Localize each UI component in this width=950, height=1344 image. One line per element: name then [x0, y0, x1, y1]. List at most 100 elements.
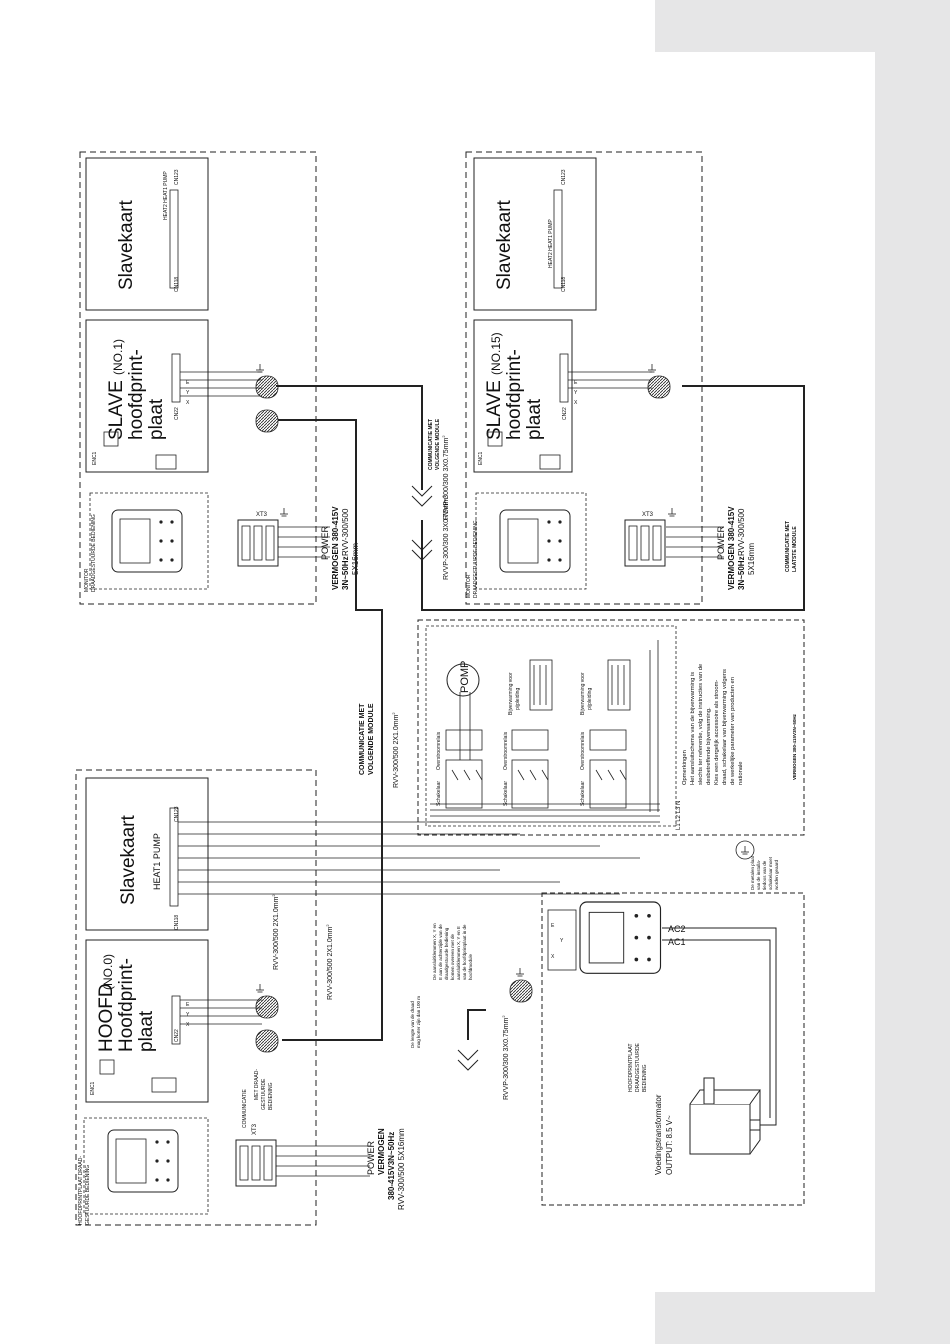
slave1-power-terminal — [155, 454, 177, 470]
hoofd-comm-1: COMMUNICATIE — [242, 1089, 248, 1128]
hoofd-term-e: E — [186, 1002, 190, 1008]
slave1-slave-title: SLAVE — [106, 380, 127, 440]
metal-note-3: schakelaar moet — [768, 856, 773, 890]
hoofd-slavekaart-board — [85, 777, 209, 931]
remarks-block: Opmerkingen Het aansluitschema van de bi… — [682, 664, 744, 785]
slave15-monitor-label: MONITOR — [466, 574, 472, 598]
hoofd-comm-4: BEDIENING — [268, 1082, 274, 1110]
hoofd-hoofdprint: Hoofdprint- — [116, 958, 137, 1052]
slave15-vermogen-1: VERMOGEN 380-415V — [727, 506, 736, 590]
slave15-cn123: CN123 — [561, 169, 567, 185]
heater2-label-1: Bijverwarming voor — [580, 672, 586, 715]
hoofd-cn118: CN118 — [174, 915, 180, 930]
comm-next-label-1: COMMUNICATIE MET — [428, 419, 434, 470]
page-tab-top — [655, 0, 950, 52]
slave15-vermogen-3: 5X16mm — [747, 543, 756, 575]
hoofd-ground-icon — [255, 983, 265, 993]
metal-note-2: tiedoos van de — [762, 860, 767, 890]
slave1-term-y: Y — [186, 390, 190, 396]
heater-line-labels: L1 L2 L3 N — [676, 801, 682, 830]
hoofd-heat1-pump: HEAT1 PUMP — [152, 833, 162, 890]
slave15-cn22: CN22 — [562, 407, 568, 420]
heater-vermogen: VERMOGEN 380-415V3N~50Hz — [792, 713, 797, 780]
heater-pump-inner-frame — [425, 625, 677, 827]
slave1-hoofdprint: hoofdprint- — [126, 349, 147, 440]
slave15-cn22-terminal — [559, 353, 569, 403]
hoofd-term-y: Y — [186, 1012, 190, 1018]
hoofd-power-terminal — [151, 1077, 177, 1093]
hoofd-vermogen-1: VERMOGEN — [377, 1128, 386, 1175]
length-note-2: mag korter zijn dan 100 m — [416, 996, 421, 1048]
slave15-monitor-label-2: DRAADGESTUURDE BEDIENING — [473, 520, 479, 598]
xye-note-4: aansluitklemmen X, Y en E — [456, 926, 461, 980]
hoofd-enc1: ENC1 — [90, 1081, 96, 1095]
heater-pump-frame — [417, 619, 805, 836]
cable-spec-6: RVV-300/500 2X1.0mm2 — [325, 924, 334, 1000]
ctrl-term-y: Y — [560, 938, 564, 944]
hoofd-cn123: CN123 — [174, 806, 180, 822]
remark-3: desbetreffende bijverwarming. — [706, 707, 712, 785]
hoofd-monitor-frame — [83, 1117, 209, 1215]
slave1-monitor-label: MONITOR — [84, 568, 90, 592]
hoofd-xt3-label: XT3 — [252, 1123, 258, 1135]
slave1-vermogen-1: VERMOGEN 380-415V — [331, 506, 340, 590]
xye-note-2: draadgestuurde bediening — [444, 927, 449, 980]
cable-spec-3: RVVP-300/300 3X0.75mm2 — [501, 1015, 510, 1100]
slave15-term-x: X — [574, 400, 578, 406]
slave15-slavekaart-title: Slavekaart — [494, 200, 515, 290]
slave1-number: (NO.1) — [111, 339, 125, 375]
cable-spec-1: RVVP-300/300 3X0.75mm2 — [441, 435, 450, 520]
slave1-monitor-label-2: DRAADGESTUURDE BEDIENING — [91, 514, 97, 592]
remark-1: Het aansluitschema van de bijverwarming … — [690, 672, 696, 785]
remark-4: Kies een dergelijk accessoire als stroom… — [714, 680, 720, 785]
xye-note-1: E aan de achterzijde van de — [438, 924, 443, 980]
slave15-wired-controller — [499, 509, 571, 573]
slave15-laatste-module: LAATSTE MODULE — [792, 526, 798, 572]
xye-note-0: De aansluitklemmen X, Y en — [432, 923, 437, 980]
hoofd-enc1-switch — [99, 1059, 115, 1075]
remark-2: slechts ter referentie, volg de instruct… — [698, 664, 704, 785]
slave1-module-frame — [79, 151, 317, 605]
metal-note-4: worden geaard — [774, 859, 779, 890]
slave1-heat-pump-label: HEAT2 HEAT1 PUMP — [163, 171, 169, 220]
slave1-enc1: ENC1 — [92, 451, 98, 465]
pump-symbol — [446, 663, 480, 697]
hoofd-slavekaart-title: Slavekaart — [118, 815, 139, 905]
wiring — [178, 371, 805, 1177]
slave15-monitor-frame — [475, 492, 587, 590]
overcurrent-label-3: Overstroomrelais — [580, 731, 586, 770]
slave15-enc1: ENC1 — [478, 451, 484, 465]
slave1-monitor-frame — [89, 492, 209, 590]
slave15-ground-icon — [647, 363, 657, 373]
hoofd-terminal-strip — [169, 807, 179, 907]
slave15-plaat: plaat — [524, 398, 545, 440]
comm-next-main-2: VOLGENDE MODULE — [368, 703, 375, 775]
slave15-term-y: Y — [574, 390, 578, 396]
length-note-1: De lengte van de draad — [410, 1001, 415, 1048]
earth-icon — [740, 845, 750, 855]
slave1-cn123: CN123 — [174, 169, 180, 185]
switch-label-2: Schakelaar — [503, 781, 509, 806]
ctrl-term-e: E — [551, 923, 555, 929]
xye-note-3: komen overeen met de — [450, 933, 455, 980]
hoofd-monitor-label: HOOFDPRINTPLAAT DRAAD- — [78, 1156, 84, 1225]
slave15-term-e: E — [574, 380, 578, 386]
hoofd-monitor-label-2: GESTUURDE BEDIENING — [85, 1165, 91, 1225]
slave1-slavekaart-title: Slavekaart — [116, 200, 137, 290]
overcurrent-label-2: Overstroomrelais — [503, 731, 509, 770]
page-tab-side — [875, 52, 950, 1292]
slave15-number: (NO.15) — [489, 332, 503, 375]
heater1-label-2: pijpleiding — [515, 688, 521, 710]
slave1-cn22-terminal — [171, 353, 181, 403]
slave15-slave-title: SLAVE — [484, 380, 505, 440]
ac1-label: AC1 — [668, 937, 686, 947]
slave15-module-frame — [465, 151, 703, 605]
comm-next-label-2: VOLGENDE MODULE — [435, 418, 441, 470]
slave1-term-e: E — [186, 380, 190, 386]
cable-spec-2: RVVP-300/300 3X0.75mm2 — [441, 495, 450, 580]
slave15-xt3-block — [624, 519, 666, 567]
slave15-vermogen-2b: RVV-300/500 — [737, 508, 746, 556]
slave1-enc1-switch — [103, 431, 119, 447]
earth-symbol — [735, 840, 755, 860]
slave1-wired-controller — [111, 509, 183, 573]
